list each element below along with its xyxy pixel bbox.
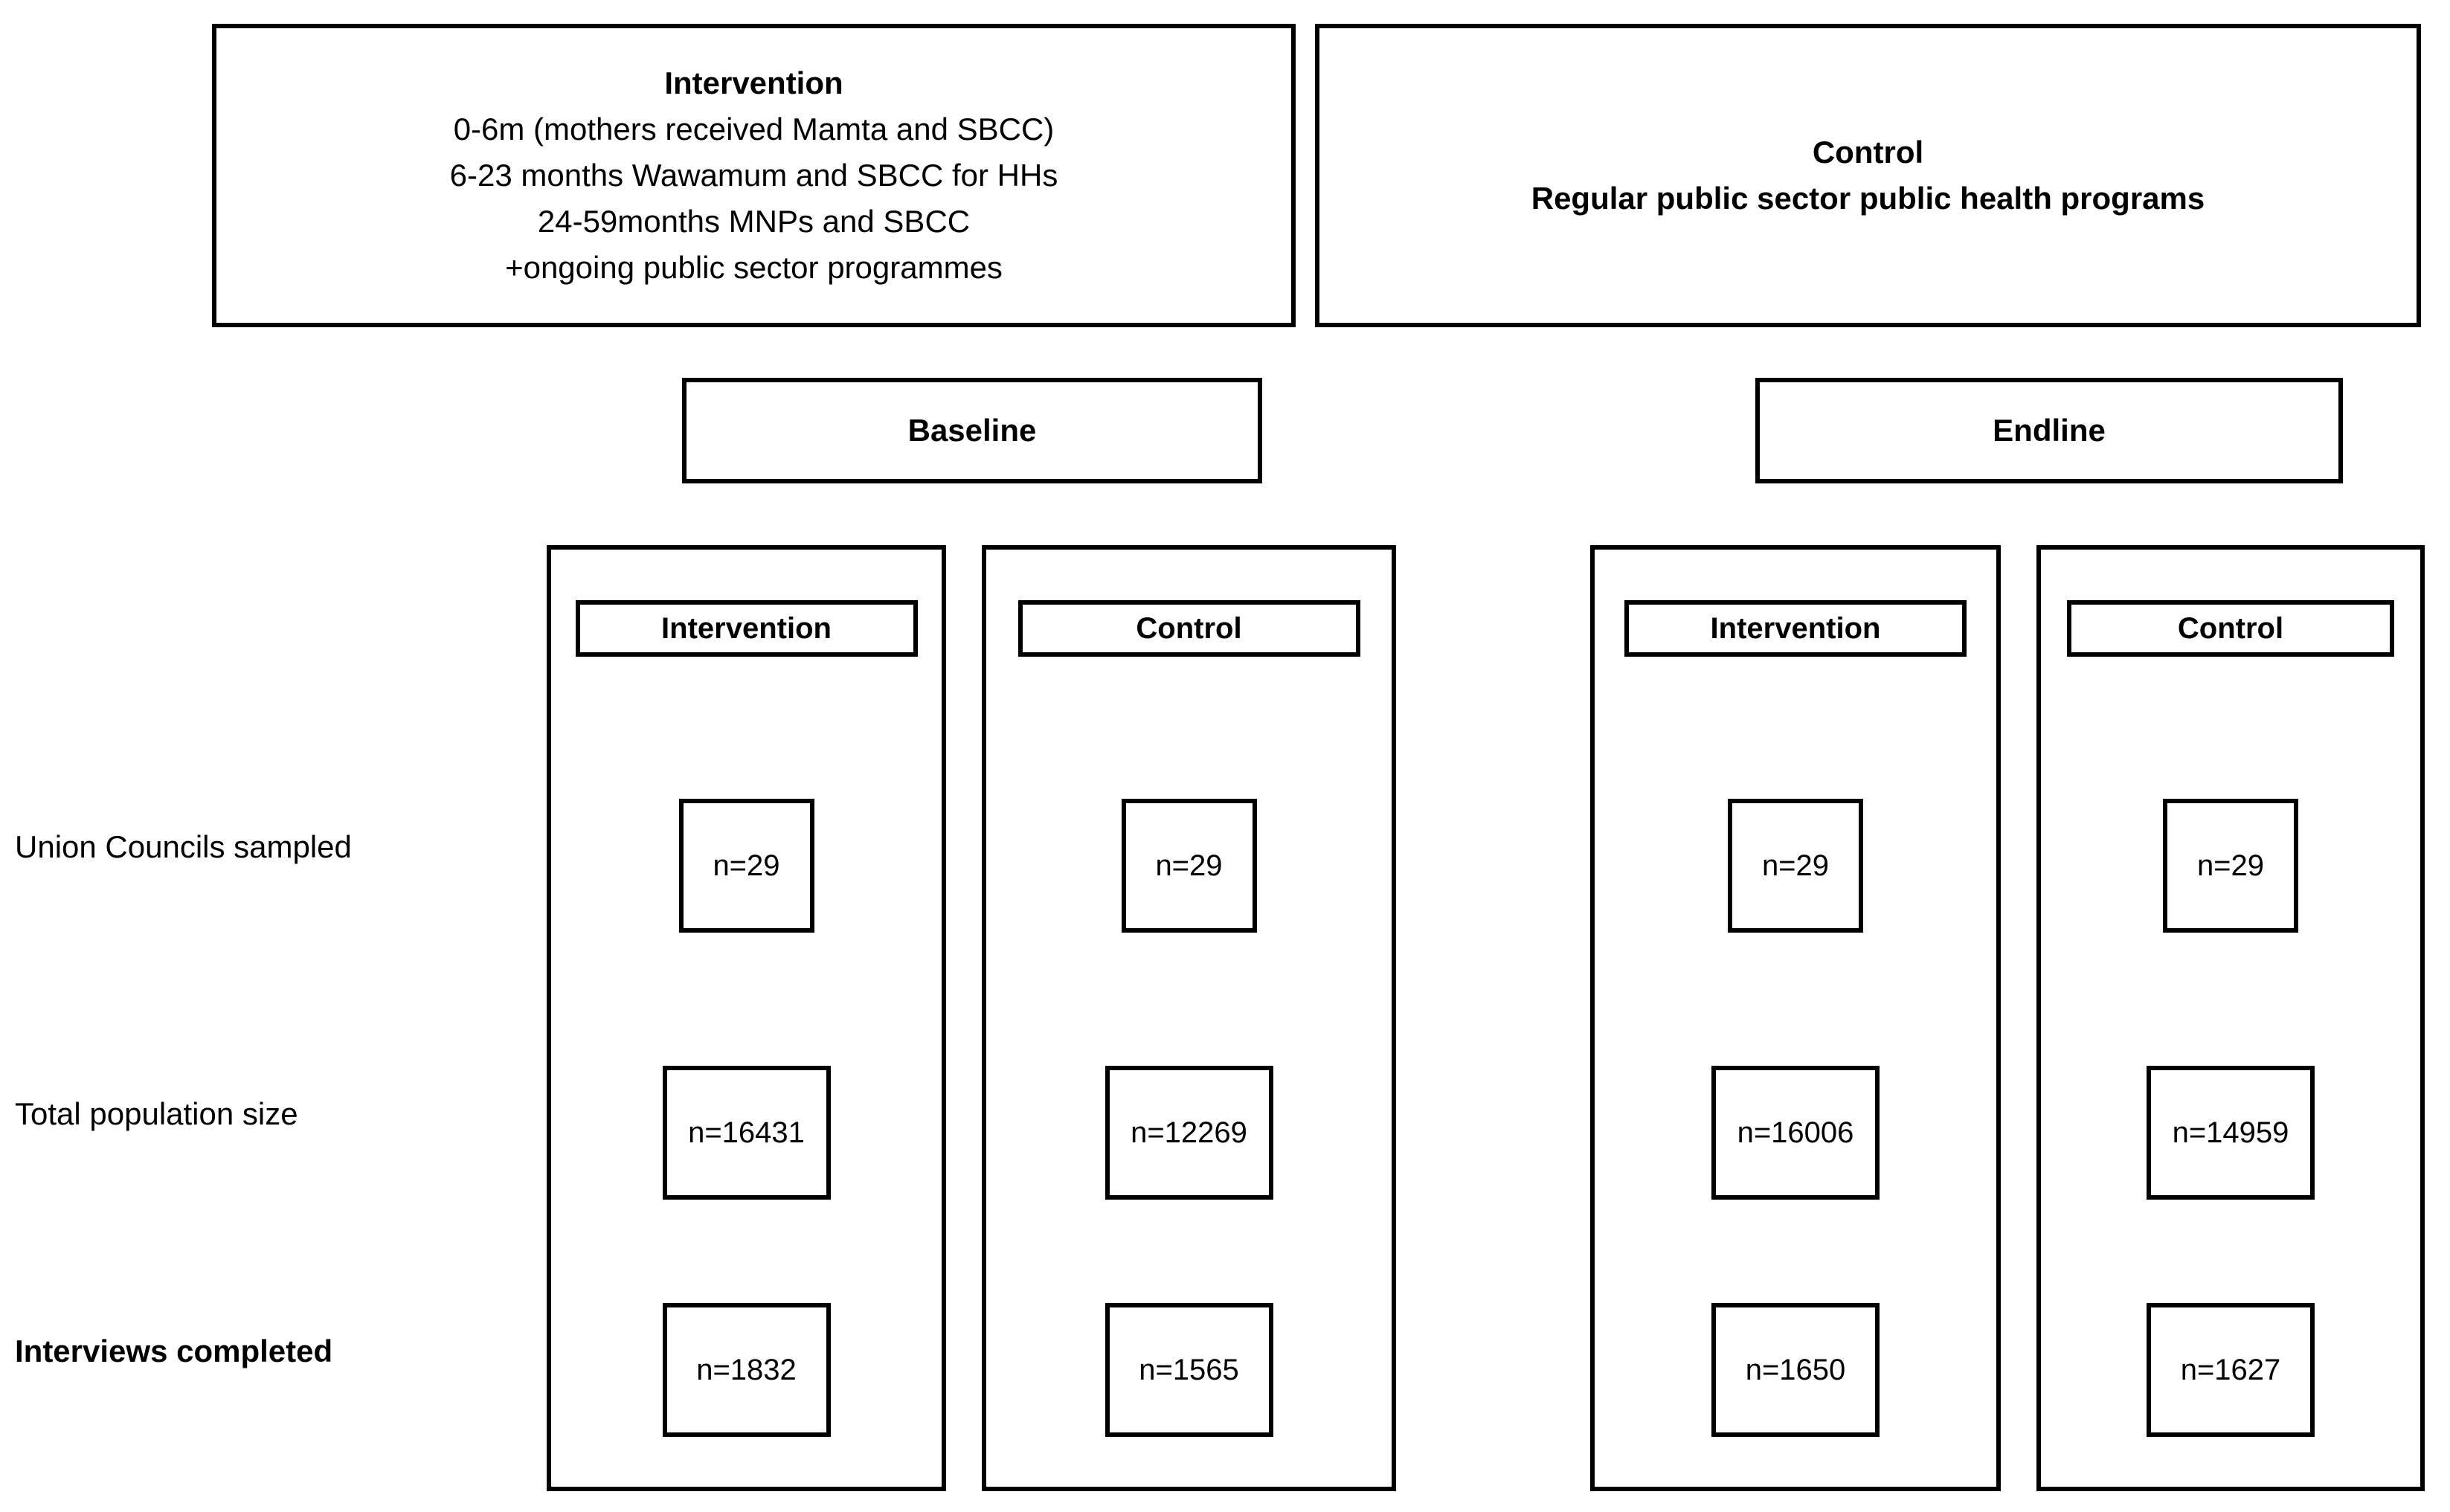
- intervention-arm-line-1: 0-6m (mothers received Mamta and SBCC): [453, 111, 1055, 147]
- column-endline-intervention: Intervention n=29 n=16006 n=1650: [1590, 545, 2001, 1491]
- control-arm-box: Control Regular public sector public hea…: [1315, 24, 2421, 327]
- baseline-phase-label: Baseline: [907, 413, 1037, 448]
- intervention-arm-line-2: 6-23 months Wawamum and SBCC for HHs: [449, 157, 1058, 193]
- cell-endline-intervention-total-population-size: n=16006: [1711, 1066, 1880, 1200]
- cell-endline-control-total-population-size: n=14959: [2147, 1066, 2315, 1200]
- intervention-arm-line-3: 24-59months MNPs and SBCC: [537, 204, 971, 239]
- control-arm-line-1: Regular public sector public health prog…: [1531, 181, 2205, 216]
- column-endline-control: Control n=29 n=14959 n=1627: [2036, 545, 2425, 1491]
- column-header-endline-intervention: Intervention: [1624, 600, 1967, 657]
- intervention-arm-box: Intervention 0-6m (mothers received Mamt…: [212, 24, 1296, 327]
- cell-baseline-control-total-population-size: n=12269: [1105, 1066, 1273, 1200]
- cell-endline-intervention-union-councils-sampled: n=29: [1728, 799, 1863, 933]
- cell-endline-intervention-interviews-completed: n=1650: [1711, 1303, 1880, 1437]
- intervention-arm-title: Intervention: [664, 65, 843, 100]
- endline-phase-box: Endline: [1755, 378, 2343, 483]
- column-baseline-intervention: Intervention n=29 n=16431 n=1832: [547, 545, 946, 1491]
- cell-baseline-control-union-councils-sampled: n=29: [1121, 799, 1257, 933]
- column-header-baseline-intervention: Intervention: [575, 600, 918, 657]
- row-label-total-population-size: Total population size: [15, 1096, 298, 1131]
- cell-endline-control-interviews-completed: n=1627: [2147, 1303, 2315, 1437]
- endline-phase-label: Endline: [1993, 413, 2106, 448]
- column-header-endline-control: Control: [2067, 600, 2394, 657]
- cell-baseline-control-interviews-completed: n=1565: [1105, 1303, 1273, 1437]
- control-arm-title: Control: [1812, 134, 1924, 170]
- column-baseline-control: Control n=29 n=12269 n=1565: [982, 545, 1396, 1491]
- baseline-phase-box: Baseline: [682, 378, 1262, 483]
- cell-baseline-intervention-interviews-completed: n=1832: [662, 1303, 831, 1437]
- cell-baseline-intervention-union-councils-sampled: n=29: [678, 799, 814, 933]
- cell-endline-control-union-councils-sampled: n=29: [2163, 799, 2298, 933]
- row-label-interviews-completed: Interviews completed: [15, 1334, 333, 1368]
- intervention-arm-line-4: +ongoing public sector programmes: [505, 250, 1003, 286]
- column-header-baseline-control: Control: [1017, 600, 1360, 657]
- row-label-union-councils-sampled: Union Councils sampled: [15, 829, 352, 864]
- cell-baseline-intervention-total-population-size: n=16431: [662, 1066, 831, 1200]
